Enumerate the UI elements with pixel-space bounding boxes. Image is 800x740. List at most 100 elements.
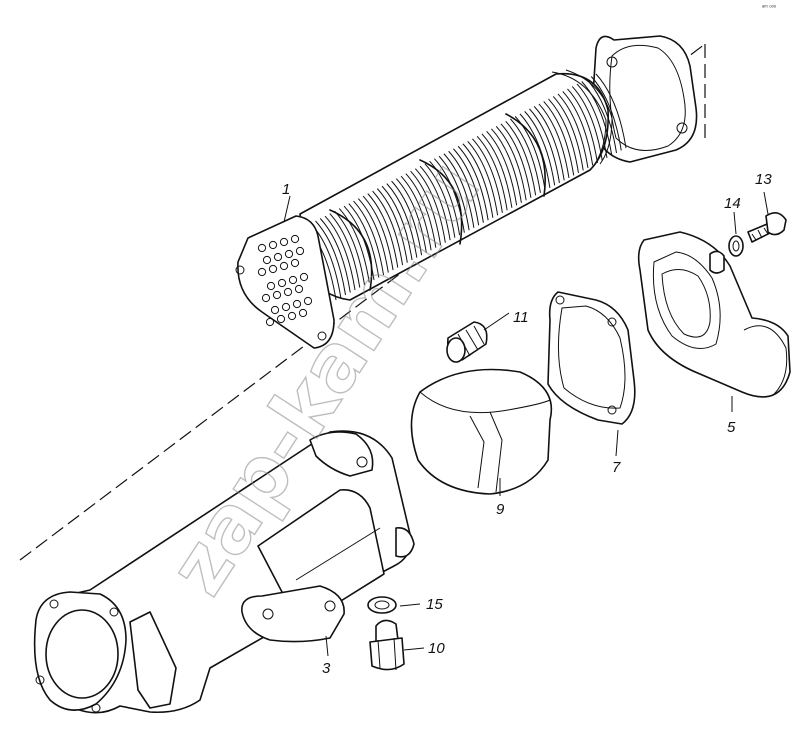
tube-hole (299, 272, 309, 282)
tube-hole (262, 255, 272, 265)
tube-hole (268, 264, 278, 274)
callout-1: 1 (282, 181, 290, 198)
fin-line (462, 143, 494, 218)
washer-14 (367, 596, 397, 614)
fin-line (481, 133, 513, 208)
fin-line (419, 165, 451, 241)
fin-line (524, 111, 556, 186)
fin-line (334, 210, 366, 286)
fin-line (505, 121, 537, 196)
fin-line (315, 220, 347, 296)
fin-line (552, 96, 584, 171)
fin-line (386, 183, 418, 258)
fin-line (581, 81, 613, 156)
bolt-13 (747, 212, 787, 243)
fin-line (548, 98, 579, 173)
fin-line (500, 123, 532, 198)
fin-line (319, 218, 351, 293)
leader-lines (283, 191, 769, 657)
fin-line (391, 180, 423, 256)
callout-13: 13 (755, 171, 772, 188)
fin-line (372, 190, 404, 266)
tube-hole (295, 246, 305, 256)
plug-10 (369, 619, 405, 671)
tube-hole (303, 296, 313, 306)
fin-line (443, 153, 475, 228)
fin-line (405, 173, 437, 248)
fin-line (424, 163, 456, 238)
fin-line (367, 193, 399, 268)
callout-5: 5 (727, 419, 736, 436)
tube-hole (292, 299, 302, 309)
fin-line (381, 185, 413, 261)
fin-line (586, 78, 617, 154)
tube-hole (288, 275, 298, 285)
tube-hole (273, 252, 283, 262)
fin-line (571, 86, 603, 161)
callouts: 1 3 5 7 9 10 11 13 14 15 (282, 171, 772, 677)
tube-hole (268, 240, 278, 250)
fin-line (514, 116, 546, 191)
fin-line (348, 203, 380, 278)
tube-hole (287, 311, 297, 321)
fin-line (353, 200, 385, 276)
callout-15: 14 (724, 195, 741, 212)
fitting-11 (446, 321, 488, 363)
tube-hole (266, 281, 276, 291)
fin-line (338, 208, 370, 283)
fin-line (376, 188, 408, 263)
tube-hole (294, 284, 304, 294)
fin-line (357, 198, 389, 273)
callout-7: 7 (612, 459, 621, 476)
fin-line (486, 130, 518, 206)
fin-line (576, 83, 608, 159)
fin-line (395, 178, 427, 253)
fin-line (562, 91, 594, 166)
fin-line (400, 175, 432, 251)
fin-line (476, 135, 508, 211)
sleeve-9 (410, 368, 553, 495)
corner-mark: ᵃᵐ ᵒᵒᵒ (762, 5, 777, 11)
fin-line (453, 148, 484, 223)
fin-line (557, 93, 589, 169)
cooling-fins (305, 73, 627, 301)
tube-hole (279, 261, 289, 271)
end-cover-5 (637, 231, 791, 398)
fin-line (429, 160, 461, 236)
fin-line (495, 125, 527, 201)
fin-line (519, 113, 551, 188)
tube-hole (281, 302, 291, 312)
heat-exchanger-core (235, 69, 627, 349)
fin-line (590, 76, 622, 151)
tube-hole (270, 305, 280, 315)
fin-line (491, 128, 522, 203)
callout-10: 10 (428, 640, 445, 657)
tube-hole (290, 234, 300, 244)
fin-line (533, 106, 565, 181)
fin-line (410, 170, 442, 246)
tube-hole (279, 237, 289, 247)
tube-hole (276, 314, 286, 324)
tube-hole (277, 278, 287, 288)
gasket-rear (591, 35, 698, 163)
washer-15 (728, 235, 744, 257)
fin-line (438, 155, 470, 231)
tube-hole (272, 290, 282, 300)
tube-hole (298, 308, 308, 318)
fin-line (543, 101, 575, 176)
gasket-7 (547, 291, 636, 425)
fin-line (472, 138, 503, 213)
tube-hole (265, 317, 275, 327)
tube-hole (261, 293, 271, 303)
callout-14: 15 (426, 596, 443, 613)
tube-hole (257, 243, 267, 253)
tube-hole (284, 249, 294, 259)
callout-9: 9 (496, 501, 505, 518)
fin-line (414, 168, 446, 243)
callout-3: 3 (322, 660, 331, 677)
fin-line (567, 88, 598, 164)
housing-3 (33, 430, 415, 714)
tube-hole (257, 267, 267, 277)
fin-line (362, 195, 394, 271)
